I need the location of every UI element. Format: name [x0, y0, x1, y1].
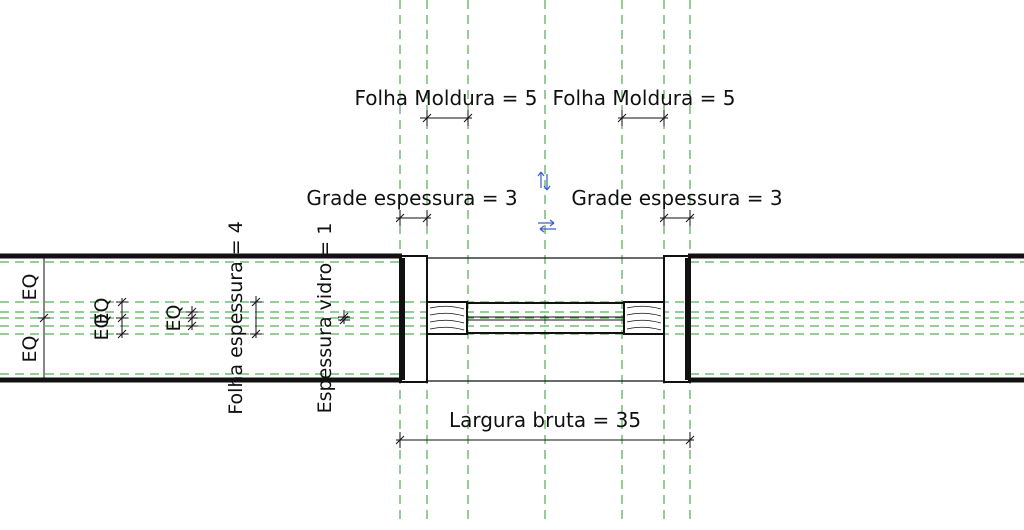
dim-sash-thickness[interactable] [250, 296, 262, 339]
label-frame-right[interactable]: Folha Moldura = 5 [553, 86, 736, 110]
dim-eq-wall[interactable] [38, 255, 50, 381]
dim-mullion-right[interactable] [659, 210, 695, 226]
wall-right[interactable] [688, 253, 1024, 383]
label-eq-bottom[interactable]: EQ [19, 336, 41, 363]
dim-rough-width[interactable] [395, 432, 695, 448]
window-frame[interactable] [399, 255, 691, 383]
label-mullion-right[interactable]: Grade espessura = 3 [571, 186, 782, 210]
flip-controls [537, 171, 556, 233]
label-mullion-left[interactable]: Grade espessura = 3 [306, 186, 517, 210]
flip-arrows-icon[interactable] [538, 219, 556, 233]
dim-frame-left[interactable] [420, 110, 473, 126]
flip-arrows-icon[interactable] [537, 171, 551, 191]
dim-glass-thickness[interactable] [338, 310, 350, 325]
label-eq-small[interactable]: EQ [163, 305, 185, 332]
window-sash[interactable] [426, 301, 665, 335]
label-eq-top[interactable]: EQ [19, 274, 41, 301]
wood-grain-left [429, 305, 465, 331]
dim-eq-mid-b[interactable] [186, 306, 198, 331]
dim-frame-right[interactable] [617, 110, 669, 126]
label-sash-thickness[interactable]: Folha espessura = 4 [225, 221, 247, 415]
label-eq-mid-a[interactable]: EQ [91, 298, 113, 325]
label-glass-thickness[interactable]: Espessura vidro = 1 [314, 223, 336, 414]
dimensions [38, 110, 695, 448]
label-frame-left[interactable]: Folha Moldura = 5 [355, 86, 538, 110]
vertical-reference-planes [399, 0, 691, 525]
label-eq-mid-b[interactable]: EQ [91, 314, 113, 341]
dim-mullion-left[interactable] [395, 210, 432, 226]
wood-grain-right [626, 305, 662, 331]
dim-eq-mid-a[interactable] [116, 297, 128, 339]
horizontal-reference-planes [0, 301, 1024, 335]
label-rough-width[interactable]: Largura bruta = 35 [449, 408, 641, 432]
